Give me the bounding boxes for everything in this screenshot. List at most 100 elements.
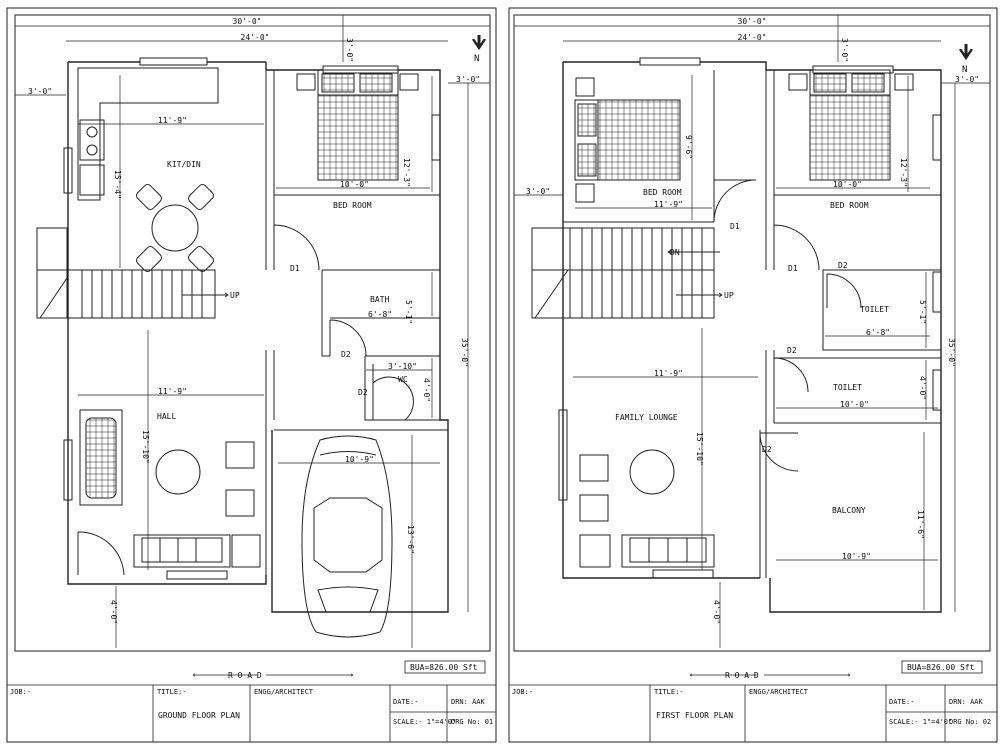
side-table [575,77,595,97]
door-d2-toilet2 [773,357,809,393]
sheet-border [6,7,497,743]
pillow [813,73,847,93]
road-label: R O A D [725,671,759,680]
room-label-toilet-2: TOILET [833,383,862,392]
first-floor-labels: 30'-0" 24'-0" 3'-0" 3'-0" 3'-0" 35'-0" 9… [512,17,991,726]
stair-landing [531,227,571,319]
dim-kit-width: 11'-9" [158,116,187,125]
dim-lounge-width: 11'-9" [654,369,683,378]
sofa [621,534,715,568]
dim-bed-width: 10'-0" [340,180,369,189]
dim-right-setback: 3'-0" [456,75,480,84]
pillow [577,143,597,177]
dim-left-setback: 3'-0" [526,187,550,196]
dining-chair [188,246,214,272]
dim-depth: 35'-0" [460,338,469,367]
stair-treads [39,270,203,319]
hob [79,119,105,161]
car-icon [301,435,393,638]
dim-toilet1-width: 6'-8" [866,328,890,337]
room-label-hall: HALL [157,412,176,421]
drn-label: DRN: AAK [451,698,486,706]
scale-label: SCALE:- 1"=4'0" [393,718,456,726]
door-d1 [273,224,320,271]
scale-label: SCALE:- 1"=4'0" [889,718,952,726]
dim-car-height: 13'-6" [406,525,415,554]
room-label-wc: WC [398,375,408,384]
north-label: N [474,54,479,64]
sofa [133,534,231,568]
room-label-bath: BATH [370,295,389,304]
date-label: DATE:- [393,698,418,706]
window [652,569,714,579]
sofa-seats [629,537,707,563]
job-label: JOB:- [512,688,533,696]
title-block [7,660,496,742]
room-label-family-lounge: FAMILY LOUNGE [615,413,678,422]
dim-left-setback: 3'-0" [28,87,52,96]
armchair [579,494,609,522]
dim-top-setback: 3'-0" [345,38,354,62]
plot-boundary [513,14,991,652]
door-label-d1: D1 [788,264,798,273]
dim-bed2-width: 10'-0" [833,180,862,189]
ground-floor-sheet [6,7,497,743]
dim-front-setback: 4'-0" [109,600,118,624]
bua-label: BUA=826.00 Sft [907,663,975,672]
window [139,57,208,66]
side-table [575,183,595,203]
drn-label: DRN: AAK [949,698,984,706]
drg-no-label: DRG No: 01 [451,718,493,726]
side-table [788,73,808,91]
outer-walls [67,61,449,613]
dim-bed-height: 12'-3" [402,158,411,187]
north-label: N [962,65,967,75]
window [63,147,73,194]
bed-mattress [317,94,399,181]
door-label-d2: D2 [838,261,848,270]
job-label: JOB:- [10,688,31,696]
burner [86,126,98,138]
window [932,114,942,161]
armchair [225,489,255,517]
pillow [359,73,393,93]
dim-front-setback: 4'-0" [712,600,721,624]
dim-kit-height: 15'-4" [113,170,122,199]
dim-depth: 35'-0" [947,338,956,367]
door-d2-toilet1 [826,273,862,309]
side-table [399,73,419,91]
dim-right-setback: 3'-0" [955,75,979,84]
dining-chair [136,184,162,210]
door-label-d2: D2 [341,350,351,359]
dim-bath-width: 6'-8" [368,310,392,319]
dim-overall-width: 30'-0" [738,17,767,26]
burner [86,144,98,156]
sofa-cushion [85,417,117,499]
coffee-table [629,449,675,495]
dim-hall-width: 11'-9" [158,387,187,396]
dim-wc-width: 3'-10" [388,362,417,371]
dining-chair [188,184,214,210]
dim-toilet1-height: 5'-1" [918,300,927,324]
dim-bed2-height: 12'-3" [899,158,908,187]
room-label-bedroom-2: BED ROOM [830,201,869,210]
engg-label: ENGG/ARCHITECT [254,688,314,696]
engg-label: ENGG/ARCHITECT [749,688,809,696]
door-label-d1: D1 [290,264,300,273]
dim-bath-height: 5'-1" [404,300,413,324]
kitchen-counter [77,67,219,201]
side-table [894,73,914,91]
dim-lounge-height: 15'-10" [695,432,704,466]
bua-label: BUA=826.00 Sft [410,663,478,672]
main-door [77,531,125,576]
drawing-title: GROUND FLOOR PLAN [158,711,240,720]
dining-chair [136,246,162,272]
room-label-bedroom-1: BED ROOM [643,188,682,197]
dim-inner-width: 24'-0" [738,33,767,42]
first-floor-sheet [508,7,998,743]
window [639,57,701,66]
bed-mattress [809,94,891,181]
room-label-balcony: BALCONY [832,506,866,515]
door-label-d2: D2 [787,346,797,355]
